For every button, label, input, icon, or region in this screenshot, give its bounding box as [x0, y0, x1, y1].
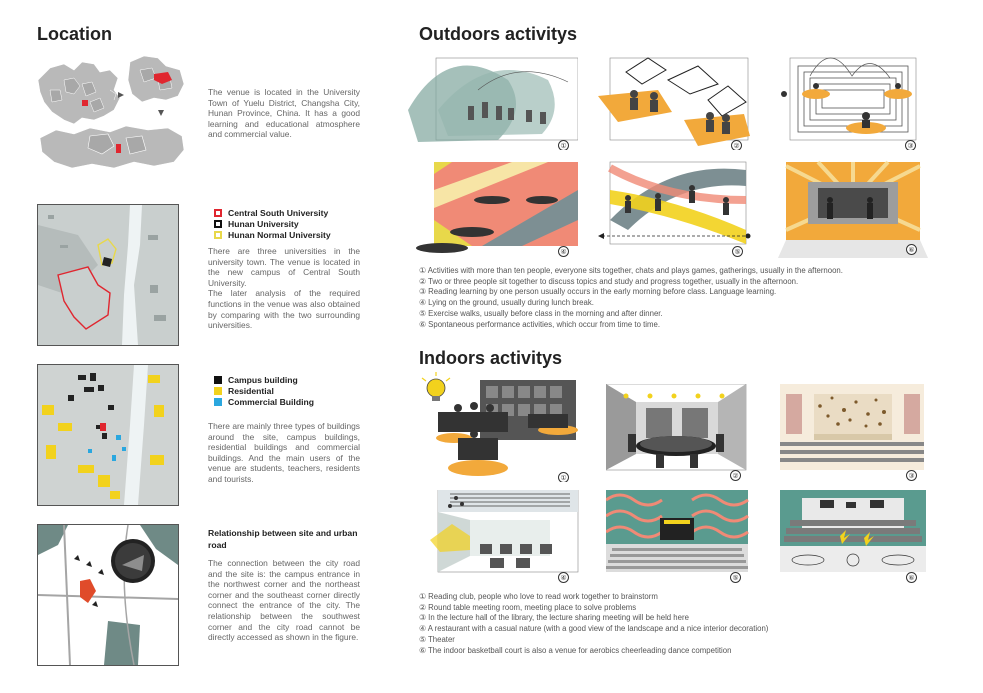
road-map — [37, 524, 179, 666]
outdoor-image-2: ② — [598, 50, 750, 150]
indoors-title: Indoors activitys — [419, 348, 563, 368]
indoor-item-1: ① Reading club, people who love to read … — [419, 592, 658, 601]
road-text: The connection between the city road and… — [208, 558, 360, 643]
universities-text: There are three universities in the univ… — [208, 246, 360, 331]
indoor-item-2: ② Round table meeting room, meeting plac… — [419, 602, 637, 612]
indoor-item-4: ④ A restaurant with a casual nature (wit… — [419, 624, 769, 634]
legend-hunan-normal: Hunan Normal University — [214, 229, 331, 240]
legend-swatch — [214, 219, 222, 228]
indoor-item-5: ⑤ Theater — [419, 634, 455, 644]
china-map-illustration — [30, 50, 190, 180]
outdoors-title: Outdoors activitys — [419, 24, 578, 44]
indoor-marker-5: ⑤ — [730, 572, 741, 583]
outdoor-image-4: ④ — [412, 160, 580, 258]
outdoor-image-3: ③ — [770, 46, 922, 150]
legend-commercial: Commercial Building — [214, 396, 314, 407]
legend-central-south: Central South University — [214, 207, 331, 218]
outdoor-marker-2: ② — [731, 140, 742, 150]
indoor-image-4: ④ — [430, 490, 580, 586]
indoor-marker-1: ① — [558, 472, 569, 482]
outdoor-marker-4: ④ — [558, 246, 569, 257]
legend-swatch — [214, 397, 222, 406]
indoor-marker-6: ⑥ — [906, 572, 917, 583]
outdoor-item-3: ③ Reading learning by one person usually… — [419, 287, 777, 297]
legend-campus-building: Campus building — [214, 374, 314, 385]
outdoor-item-5: ⑤ Exercise walks, usually before class i… — [419, 308, 663, 318]
buildings-map — [37, 364, 179, 506]
indoor-image-3: ③ — [780, 384, 926, 482]
indoor-marker-2: ② — [730, 470, 741, 481]
buildings-legend: Campus building Residential Commercial B… — [214, 374, 314, 407]
indoor-marker-3: ③ — [906, 470, 917, 481]
indoor-image-2: ② — [606, 384, 748, 482]
location-intro-text: The venue is located in the University T… — [208, 87, 360, 140]
indoor-item-3: ③ In the lecture hall of the library, th… — [419, 613, 689, 623]
outdoor-item-6: ⑥ Spontaneous performance activities, wh… — [419, 319, 660, 329]
outdoor-item-2: ② Two or three people sit together to di… — [419, 276, 799, 286]
outdoor-marker-3: ③ — [905, 140, 916, 150]
indoors-list: ① Reading club, people who love to read … — [419, 592, 768, 656]
outdoor-marker-1: ① — [558, 140, 569, 150]
legend-hunan: Hunan University — [214, 218, 331, 229]
indoor-item-6: ⑥ The indoor basketball court is also a … — [419, 645, 732, 655]
universities-map — [37, 204, 179, 346]
legend-swatch — [214, 208, 222, 217]
legend-swatch — [214, 375, 222, 384]
indoor-marker-4: ④ — [558, 572, 569, 583]
outdoor-image-1: ① — [408, 50, 578, 150]
road-heading: Relationship between site and urban road — [208, 528, 358, 550]
outdoor-item-4: ④ Lying on the ground, usually during lu… — [419, 298, 594, 308]
location-title: Location — [37, 24, 112, 44]
legend-residential: Residential — [214, 385, 314, 396]
indoor-image-1: ① — [418, 372, 580, 482]
indoor-image-5: ⑤ — [606, 490, 750, 586]
outdoor-marker-6: ⑥ — [906, 244, 917, 255]
universities-legend: Central South University Hunan Universit… — [214, 207, 331, 240]
outdoors-list: ① Activities with more than ten people, … — [419, 266, 843, 330]
outdoor-item-1: ① Activities with more than ten people, … — [419, 266, 843, 275]
outdoor-image-6: ⑥ — [778, 160, 928, 258]
legend-swatch — [214, 230, 222, 239]
indoor-image-6: ⑥ — [780, 490, 928, 586]
outdoor-image-5: ⑤ — [598, 160, 752, 258]
buildings-text: There are mainly three types of building… — [208, 421, 360, 484]
legend-swatch — [214, 386, 222, 395]
outdoor-marker-5: ⑤ — [732, 246, 743, 257]
